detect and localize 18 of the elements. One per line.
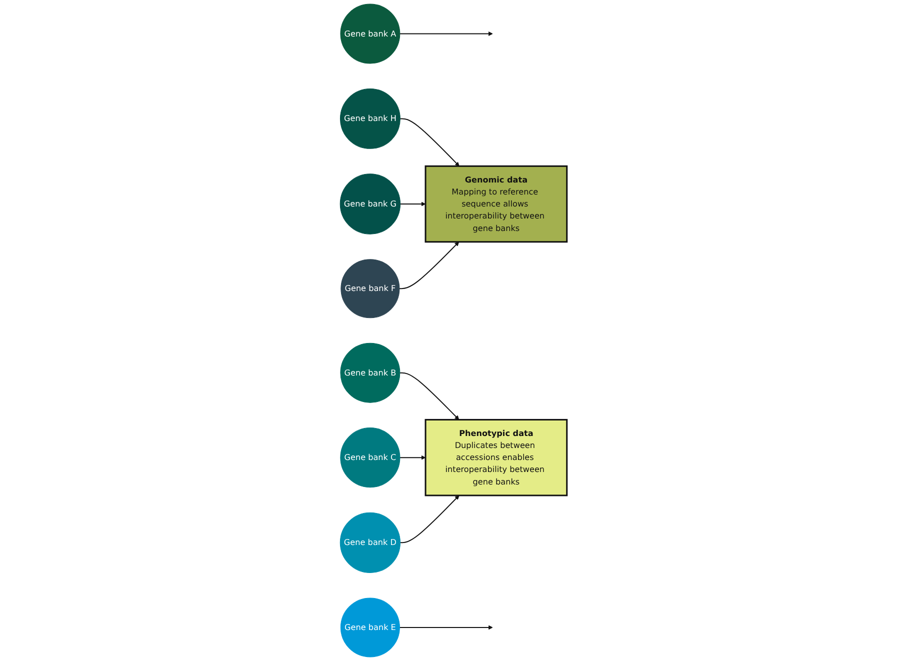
node-circle: Gene bank B: [340, 342, 400, 403]
node-box: Phenotypic data Duplicates between accessions enables interoperability between gene banks: [424, 418, 568, 496]
arrow: [400, 495, 460, 544]
node-circle: Gene bank E: [340, 598, 400, 658]
arrow: [400, 455, 426, 460]
node-circle: Gene bank H: [340, 88, 400, 149]
arrow: [400, 202, 426, 206]
node-box: Genomic data Mapping to reference sequence allows interoperability between gene banks: [424, 165, 568, 243]
arrow: [400, 372, 460, 420]
node-circle: Gene bank F: [340, 259, 400, 318]
node-circle: Gene bank D: [340, 512, 401, 573]
arrow: [400, 32, 493, 36]
node-circle: Gene bank G: [340, 174, 401, 234]
arrow: [400, 625, 493, 630]
arrow: [399, 242, 460, 290]
node-circle: Gene bank A: [340, 4, 400, 64]
arrow: [400, 118, 460, 166]
node-circle: Gene bank C: [340, 428, 400, 488]
